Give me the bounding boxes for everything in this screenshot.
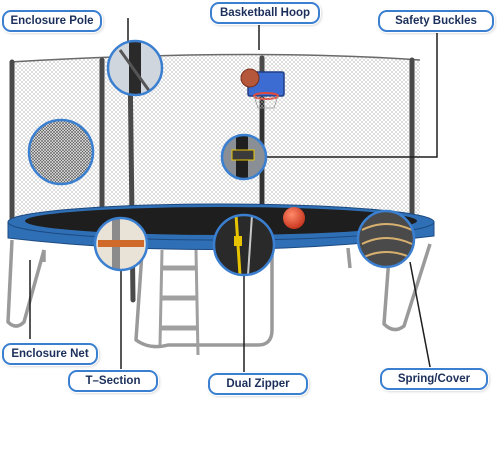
leader-lines: [29, 18, 438, 373]
label-basketball-hoop: Basketball Hoop: [210, 2, 320, 24]
label-safety-buckles: Safety Buckles: [378, 10, 494, 32]
basketball-hoop: [240, 68, 285, 210]
callout-spring-cover: [356, 209, 416, 269]
enclosure-net: [9, 53, 421, 220]
callout-safety-buckles: [220, 133, 268, 181]
label-t-section: T–Section: [68, 370, 158, 392]
callout-t-section: [93, 216, 149, 272]
label-dual-zipper: Dual Zipper: [208, 373, 308, 395]
callout-enclosure-net: [27, 118, 95, 186]
callout-dual-zipper: [212, 213, 276, 277]
label-enclosure-net: Enclosure Net: [2, 343, 98, 365]
callout-enclosure-pole: [106, 39, 164, 97]
ladder: [158, 249, 200, 356]
label-spring-cover: Spring/Cover: [380, 368, 488, 390]
label-enclosure-pole: Enclosure Pole: [2, 10, 102, 32]
